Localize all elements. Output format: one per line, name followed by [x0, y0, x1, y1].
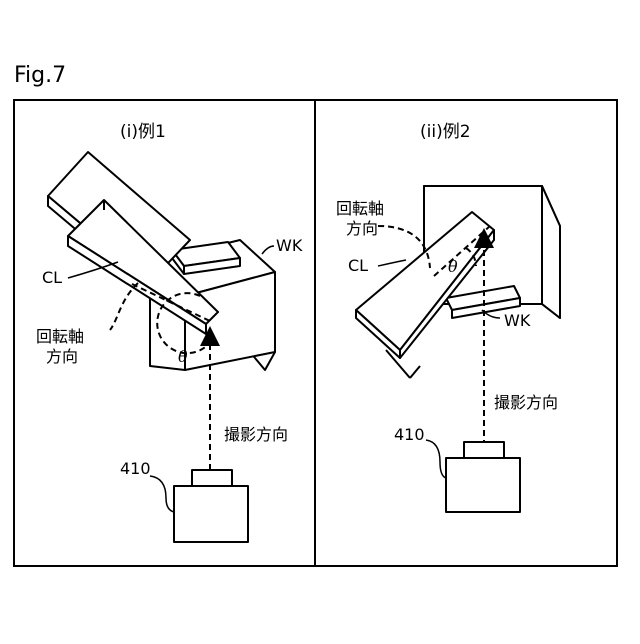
panel-2-cl-label: CL [348, 256, 368, 275]
panel-1-rotation-label-1: 回転軸 [36, 327, 84, 346]
panel-2-theta: θ [448, 257, 458, 276]
panel-1-imaging-label: 撮影方向 [224, 425, 288, 444]
panel-1-title: (i)例1 [120, 122, 166, 142]
panel-2-rotation-label-1: 回転軸 [336, 199, 384, 218]
panel-example-1: (i)例1 WK CL 回転軸 方向 [36, 122, 303, 542]
panel-1-cl-label: CL [42, 268, 62, 287]
panel-1-theta: θ [178, 347, 188, 366]
panel-2-rotation-label-2: 方向 [346, 219, 378, 238]
panel-2-wk-label: WK [504, 311, 531, 330]
panel-2-camera-label: 410 [394, 425, 425, 444]
panel-1-rotation-leader [110, 283, 138, 330]
panel-1-camera [174, 470, 248, 542]
panel-1-wk-label: WK [276, 236, 303, 255]
panel-1-camera-label: 410 [120, 459, 151, 478]
panel-1-rotation-label-2: 方向 [46, 347, 78, 366]
panel-2-camera [446, 442, 520, 512]
panel-2-title: (ii)例2 [420, 122, 471, 142]
figure-title: Fig.7 [14, 63, 66, 88]
panel-2-imaging-label: 撮影方向 [494, 393, 558, 412]
panel-example-2: (ii)例2 WK CL 回転軸 方向 θ 撮影 [336, 122, 560, 512]
